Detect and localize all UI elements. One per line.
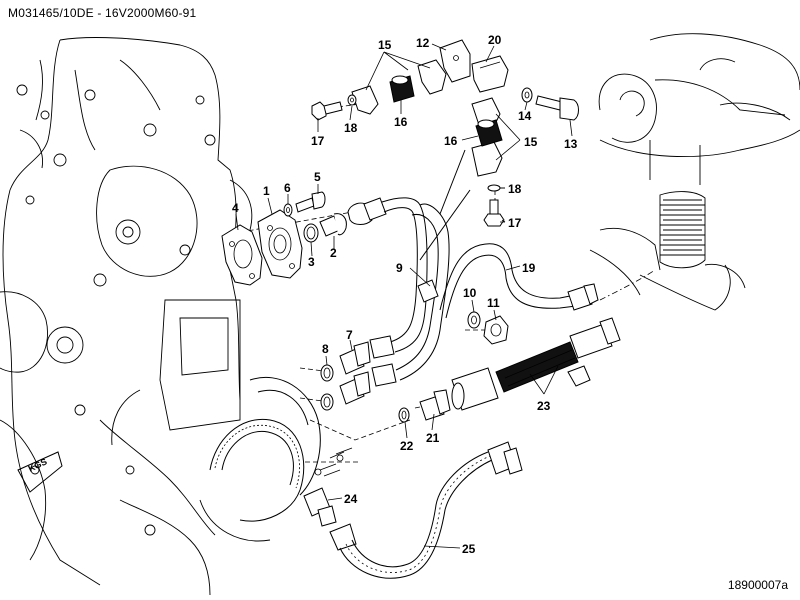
- callout-labels: 1 2 3 4 5 6 7 8 9 10 11 12 13 14 15 16 1…: [232, 33, 578, 556]
- callout-leader-lines: [235, 43, 573, 549]
- callout-10: 10: [463, 286, 477, 300]
- callout-7: 7: [346, 328, 353, 342]
- part-18-washer-lower: [487, 184, 501, 192]
- drawing-header: M031465/10DE - 16V2000M60-91: [8, 6, 197, 20]
- part-16-grommet-lower: [475, 119, 503, 147]
- part-1-flange: [257, 209, 303, 279]
- callout-15: 15: [378, 38, 392, 52]
- callout-16-repeat: 16: [444, 134, 458, 148]
- callout-24: 24: [344, 492, 358, 506]
- engine-housing-outline: [0, 37, 253, 596]
- part-12-bracket: [439, 39, 471, 83]
- part-16-grommet-upper: [389, 75, 415, 103]
- callout-14: 14: [518, 109, 532, 123]
- callout-9: 9: [396, 261, 403, 275]
- callout-12: 12: [416, 36, 430, 50]
- drawing-number: 18900007a: [727, 578, 788, 592]
- part-2-adapter: [319, 213, 347, 237]
- part-4-gasket: [221, 224, 263, 286]
- assembly-dash-lines: [224, 103, 496, 463]
- callout-17-repeat: 17: [508, 216, 522, 230]
- part-22-seal-ring: [398, 407, 410, 423]
- part-9-pipe: [347, 197, 450, 387]
- callout-21: 21: [426, 431, 440, 445]
- part-14-washer: [521, 87, 533, 103]
- engine-bolt-holes: [16, 84, 216, 536]
- callout-18-repeat: 18: [508, 182, 522, 196]
- part-17-bolt-lower: [483, 199, 505, 227]
- part-24-fitting: [303, 447, 353, 527]
- callout-20: 20: [488, 33, 502, 47]
- part-18-washer-upper: [347, 94, 357, 106]
- part-25-flexible-hose: [329, 441, 523, 579]
- part-3-sealing-ring: [303, 223, 319, 243]
- callout-5: 5: [314, 170, 321, 184]
- callout-23: 23: [537, 399, 551, 413]
- kgs-label: KGS: [27, 457, 49, 474]
- callout-4: 4: [232, 201, 239, 215]
- callout-6: 6: [284, 181, 291, 195]
- callout-8: 8: [322, 342, 329, 356]
- part-6-washer: [283, 203, 293, 217]
- turbocharger-housing: [589, 33, 800, 311]
- part-8-seal-rings: [320, 364, 334, 411]
- part-5-bolt: [295, 191, 326, 213]
- callout-1: 1: [263, 184, 270, 198]
- callout-22: 22: [400, 439, 414, 453]
- callout-17: 17: [311, 134, 325, 148]
- callout-13: 13: [564, 137, 578, 151]
- part-23-flexible-hose: [451, 317, 621, 411]
- part-20-angle-bracket: [471, 55, 509, 93]
- callout-2: 2: [330, 246, 337, 260]
- part-19-pipe: [439, 243, 599, 319]
- callout-3: 3: [308, 255, 315, 269]
- part-17-bolt-upper: [311, 101, 343, 121]
- gear-ring: [199, 376, 321, 542]
- callout-11: 11: [487, 296, 500, 310]
- part-10-washer: [467, 311, 481, 329]
- part-7-fitting: [339, 341, 371, 405]
- part-15-clamp-upper: [351, 59, 447, 115]
- callout-16: 16: [394, 115, 408, 129]
- callout-25: 25: [462, 542, 476, 556]
- callout-15-repeat: 15: [524, 135, 538, 149]
- part-13-bolt: [535, 95, 579, 121]
- callout-18: 18: [344, 121, 358, 135]
- callout-19: 19: [522, 261, 536, 275]
- callout-dashes: [500, 187, 505, 223]
- part-11-nut: [483, 315, 509, 345]
- part-21-adapter: [419, 389, 451, 421]
